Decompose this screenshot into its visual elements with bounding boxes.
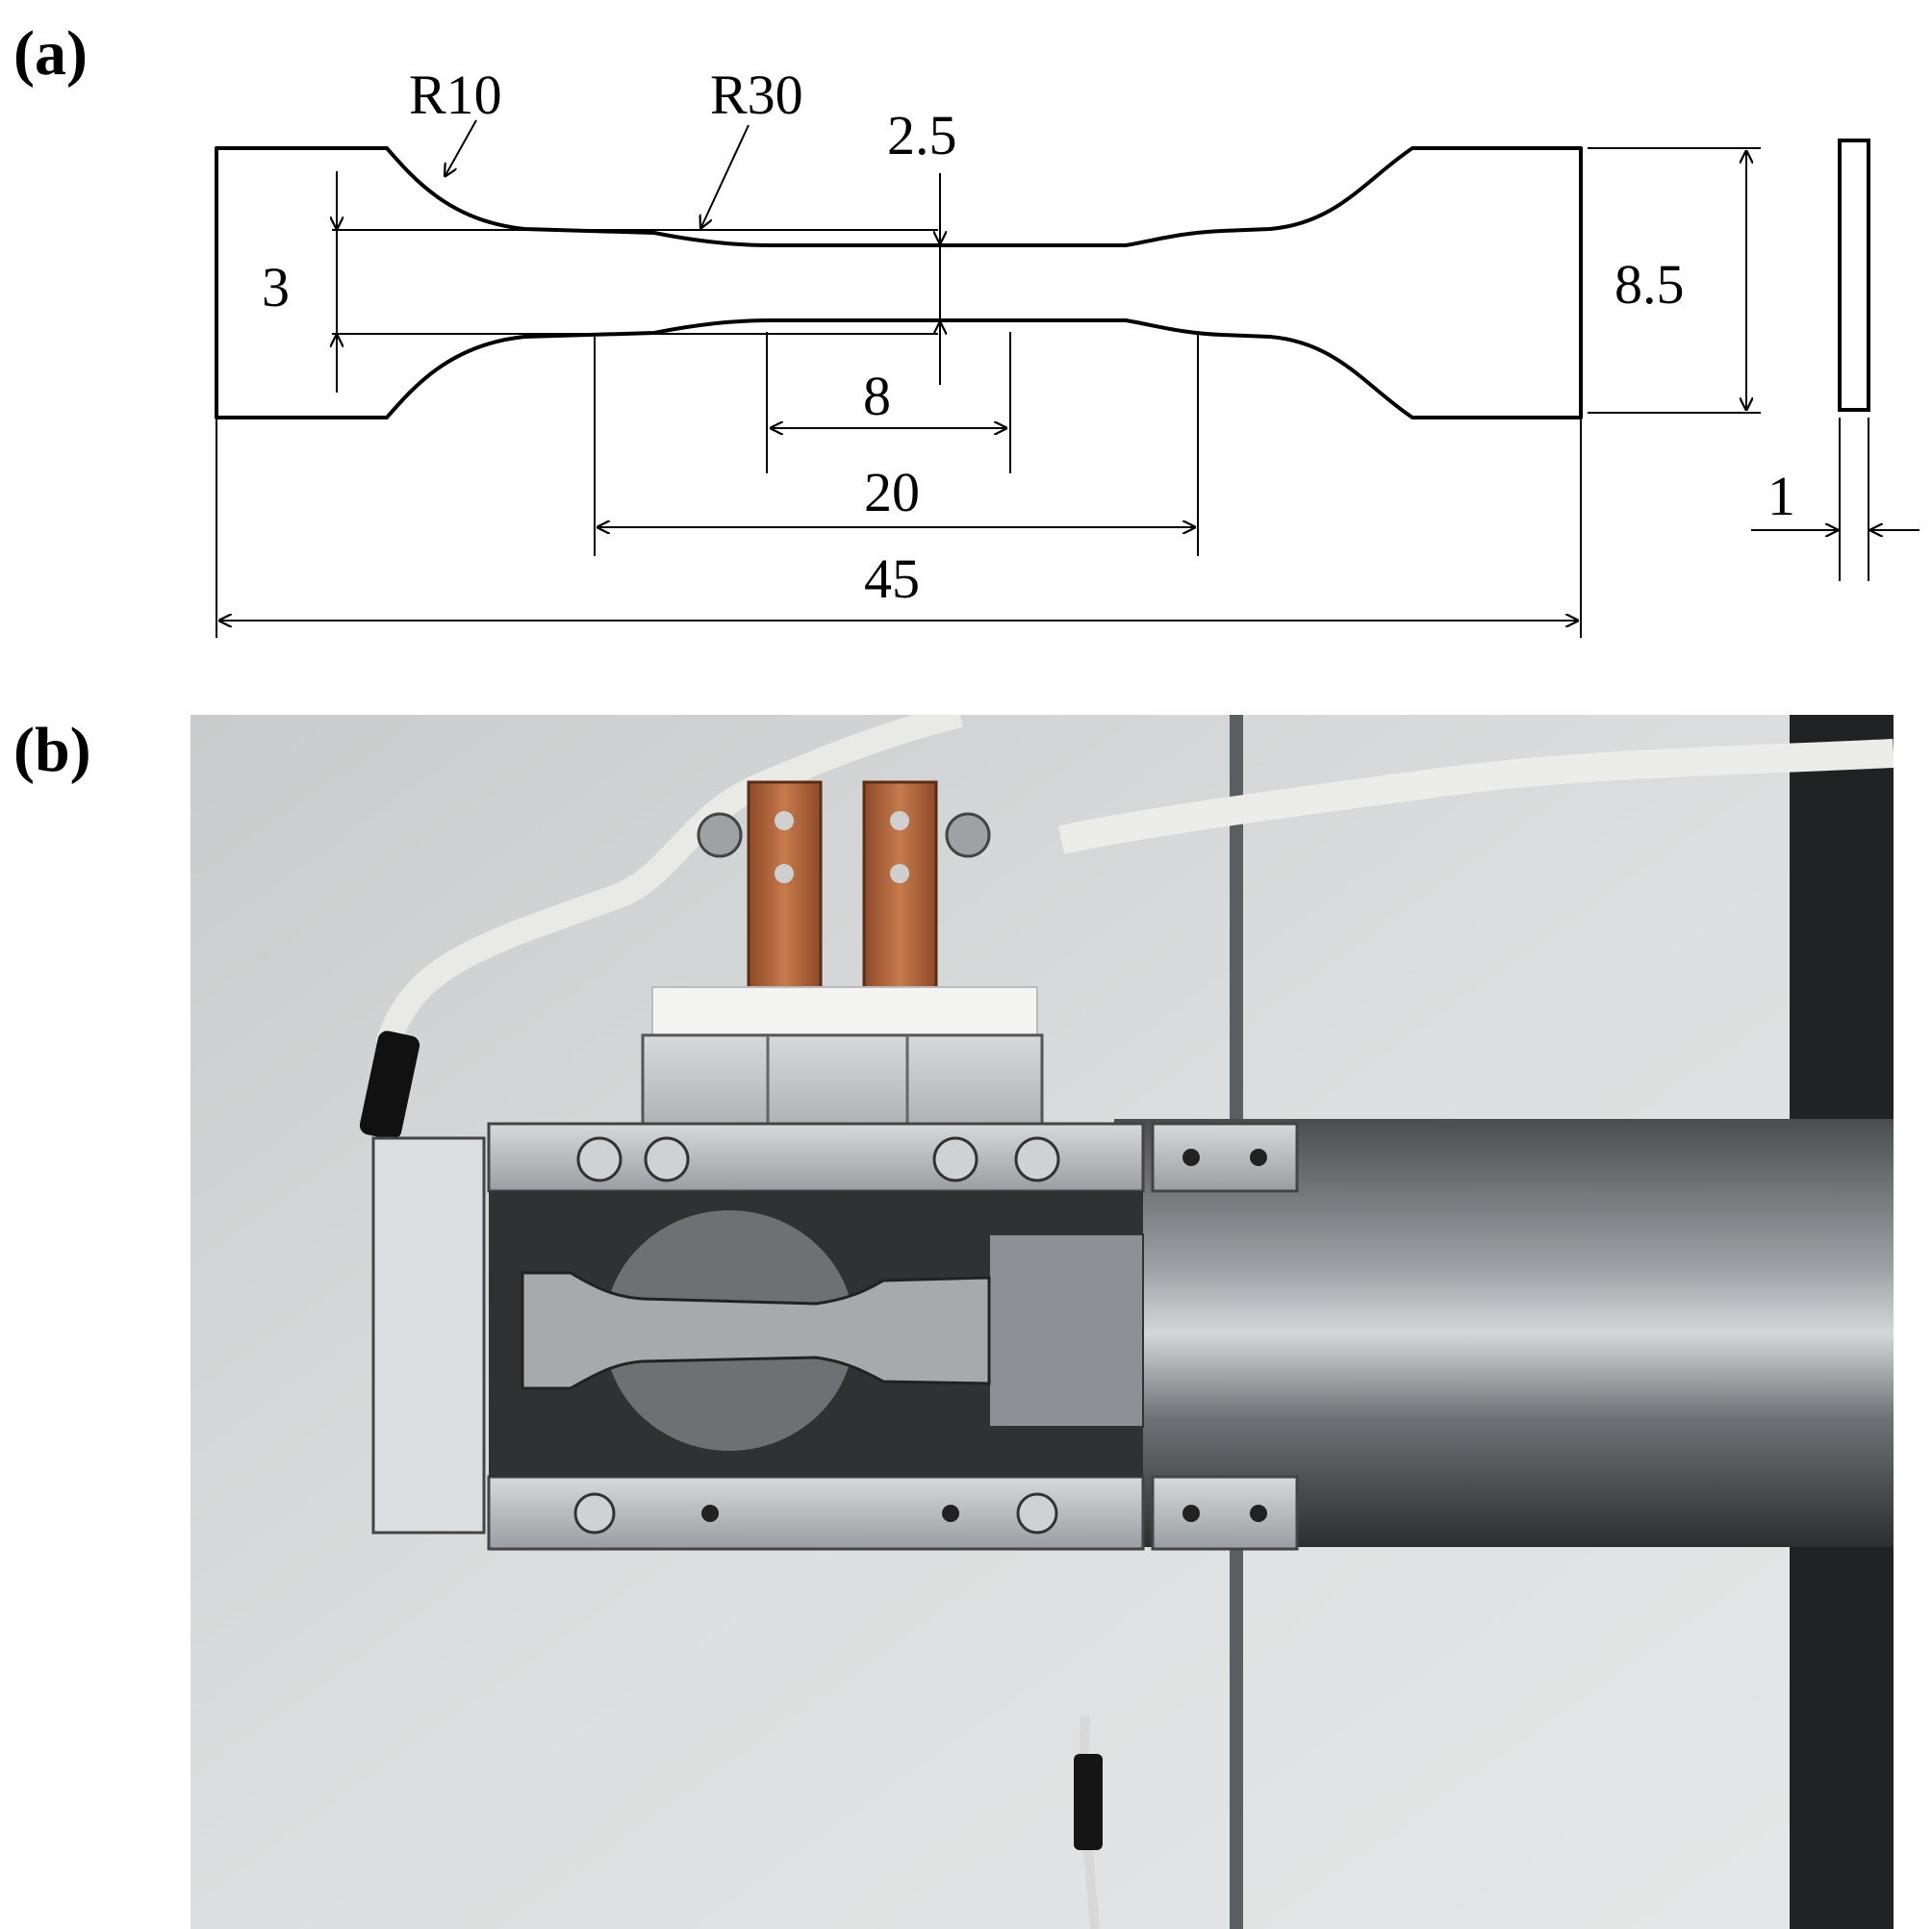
specimen [521,1271,991,1390]
label-r30: R30 [710,63,803,126]
label-20: 20 [864,461,920,523]
nut-left [697,812,743,858]
label-3: 3 [262,256,290,318]
label-1: 1 [1767,465,1795,527]
specimen-outline [215,146,1583,419]
label-2.5: 2.5 [887,104,957,166]
r30-leader [700,124,750,229]
r10-leader [445,119,477,177]
cable-right [1057,739,1894,854]
label-r10: R10 [409,63,502,126]
label-45: 45 [864,547,920,610]
fixture-end-plate [371,1136,486,1535]
panel-a-label: (a) [13,18,88,89]
cable-left [375,715,964,1050]
cable-sleeve-left [359,1030,420,1140]
specimen-drawing: R10 R30 2.5 3 8.5 8 20 45 1 [215,63,1919,638]
label-8.5: 8.5 [1614,253,1685,316]
panel-b-label: (b) [13,715,91,785]
label-8: 8 [863,365,891,427]
grip-right-cylinder [988,1233,1144,1428]
test-rig-photo [191,715,1894,1929]
insulator-block [651,986,1038,1036]
side-view-thickness [1838,139,1870,412]
nut-right [945,812,991,858]
thermocouple-sleeve [1074,1754,1103,1850]
